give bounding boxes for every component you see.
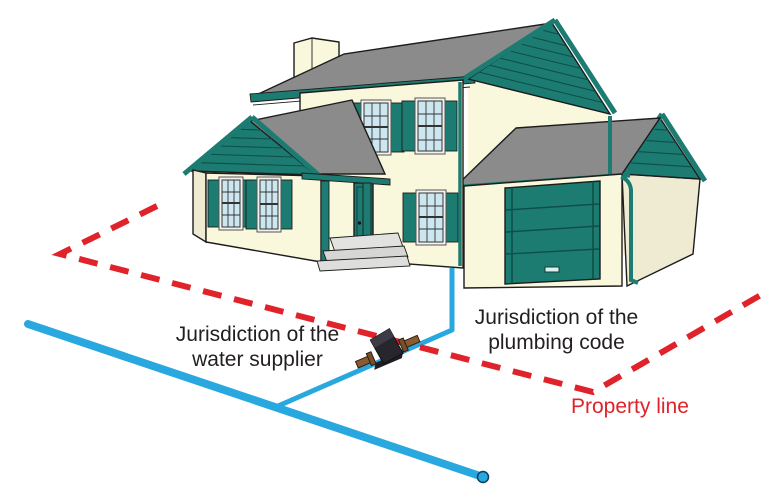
water-service-line	[276, 268, 455, 409]
porch-beam	[301, 172, 391, 186]
window	[245, 176, 293, 233]
wing-side-wall	[192, 169, 207, 244]
water-lines	[24, 268, 490, 484]
plumbing-code-label-line1: Jurisdiction of the	[474, 306, 639, 329]
garage-door	[504, 180, 601, 285]
porch	[301, 172, 411, 272]
water-supplier-label-line1: Jurisdiction of the	[175, 323, 340, 346]
water-main-endcap-icon	[476, 470, 490, 484]
water-supplier-label-line2: water supplier	[192, 348, 323, 371]
property-line-label: Property line	[571, 395, 689, 418]
window	[402, 189, 459, 246]
porch-steps	[316, 232, 411, 272]
gable-siding-lines	[478, 29, 603, 104]
house	[182, 17, 708, 289]
water-supplier-label: Jurisdiction of the water supplier	[160, 322, 355, 372]
door-knob-icon	[357, 221, 362, 225]
garage	[447, 112, 708, 289]
garage-right-wall	[621, 173, 701, 288]
left-wing	[182, 99, 387, 263]
plumbing-code-label-line2: plumbing code	[488, 331, 625, 354]
water-meter-icon	[354, 327, 421, 370]
main-gable	[463, 17, 618, 116]
window	[401, 97, 458, 155]
water-main-line	[24, 320, 487, 481]
downspout-icon	[620, 175, 639, 285]
plumbing-code-label: Jurisdiction of the plumbing code	[459, 305, 654, 355]
garage-door-handle	[544, 266, 560, 273]
